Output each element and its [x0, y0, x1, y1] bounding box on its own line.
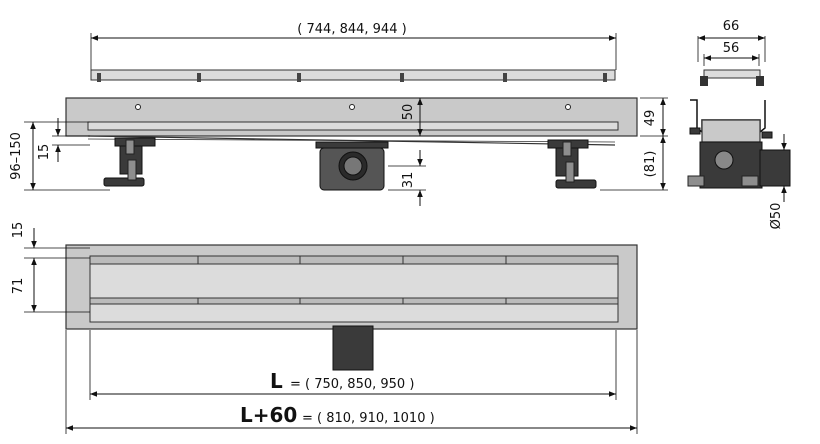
- top-15-label: 15: [11, 222, 26, 239]
- outlet-top: [332, 325, 374, 371]
- side-15-label: 15: [37, 144, 52, 161]
- diameter-50-label: Ø50: [769, 203, 784, 230]
- channel-body: [65, 97, 638, 146]
- grate-cross-section: [700, 69, 764, 86]
- side-view: ( 744, 844, 944 ): [9, 22, 668, 206]
- cross-section-view: 66 56 Ø50: [687, 19, 791, 230]
- height-49-label: 49: [643, 110, 658, 127]
- height-81-label: (81): [643, 151, 658, 178]
- width-56-label: 56: [723, 41, 740, 56]
- grate-length-label: ( 744, 844, 944 ): [297, 22, 406, 37]
- height-50-label: 50: [401, 104, 416, 121]
- total-length-values: = ( 810, 910, 1010 ): [302, 411, 435, 426]
- left-adjustable-foot: [103, 137, 156, 187]
- grate: [90, 69, 616, 82]
- length-L-symbol: L: [270, 369, 283, 393]
- channel-cross-section: [687, 99, 791, 189]
- height-31-label: 31: [401, 172, 416, 189]
- top-71-label: 71: [11, 278, 26, 295]
- width-66-label: 66: [723, 19, 740, 34]
- total-length-symbol: L+60: [240, 403, 297, 427]
- channel-top: [65, 244, 638, 330]
- drain-outlet: [315, 141, 389, 191]
- height-96-150-label: 96–150: [9, 132, 24, 180]
- right-adjustable-foot: [547, 139, 597, 189]
- top-view: 15 71 L = ( 750, 850, 950 ) L+60 = ( 810…: [11, 222, 638, 434]
- length-L-values: = ( 750, 850, 950 ): [290, 377, 414, 392]
